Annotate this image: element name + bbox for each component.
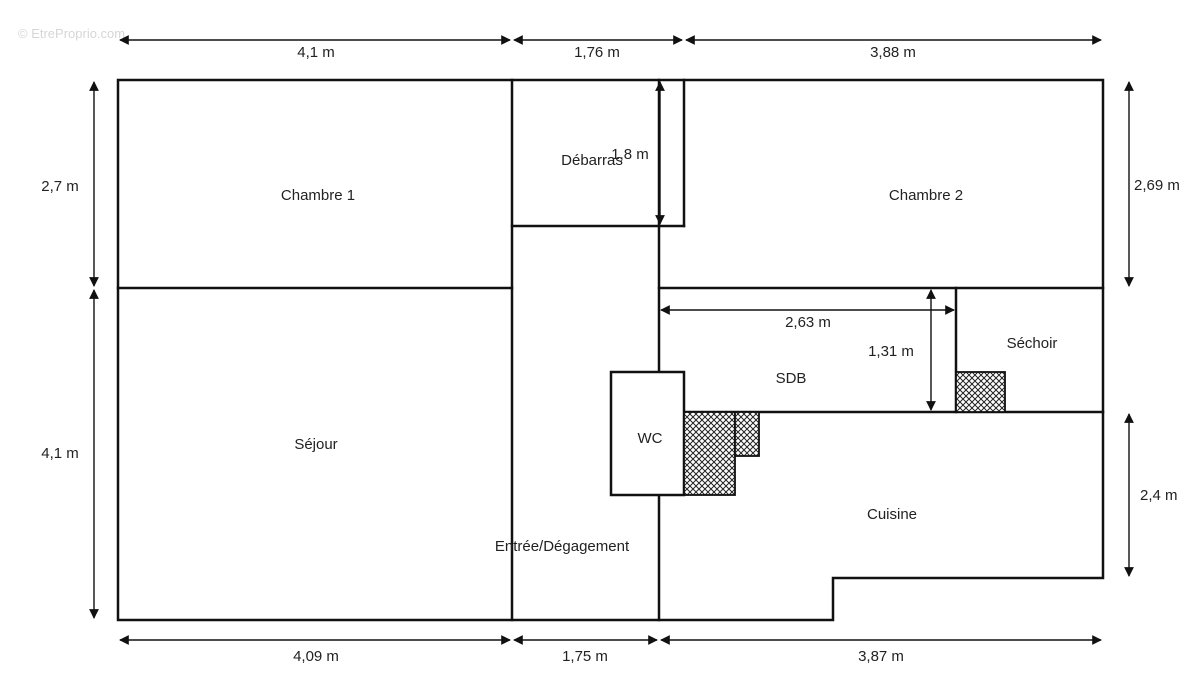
dim-label-right-lower: 2,4 m (1140, 487, 1178, 504)
room-label-entree: Entrée/Dégagement (495, 538, 630, 555)
room-label-chambre1: Chambre 1 (281, 187, 355, 204)
hatched-block-large (683, 411, 736, 496)
hatched-fixtures (683, 371, 1006, 496)
watermark: © EtreProprio.com (18, 26, 125, 41)
dim-label-top-middle: 1,76 m (574, 44, 620, 61)
room-labels: Chambre 1 Débarras Chambre 2 Séjour Entr… (281, 152, 1058, 555)
dim-label-left-lower: 4,1 m (41, 445, 79, 462)
dim-label-right-upper: 2,69 m (1134, 177, 1180, 194)
dimension-labels: 4,1 m 1,76 m 3,88 m 4,09 m 1,75 m 3,87 m… (41, 44, 1180, 665)
dim-label-debarras-height: 1,8 m (611, 146, 649, 163)
outer-wall (116, 78, 1105, 622)
dim-label-sdb-width: 2,63 m (785, 314, 831, 331)
dim-label-sdb-height: 1,31 m (868, 343, 914, 360)
dim-label-bottom-right: 3,87 m (858, 648, 904, 665)
room-label-chambre2: Chambre 2 (889, 187, 963, 204)
room-label-sejour: Séjour (294, 436, 337, 453)
room-label-sdb: SDB (776, 370, 807, 387)
dim-label-left-upper: 2,7 m (41, 178, 79, 195)
dim-label-bottom-middle: 1,75 m (562, 648, 608, 665)
hatched-block-small (734, 411, 760, 457)
room-label-wc: WC (638, 430, 663, 447)
hatched-block-sechoir (955, 371, 1006, 413)
dim-label-bottom-left: 4,09 m (293, 648, 339, 665)
dimension-lines (89, 35, 1134, 645)
dim-label-top-left: 4,1 m (297, 44, 335, 61)
room-label-debarras: Débarras (561, 152, 623, 169)
dim-label-top-right: 3,88 m (870, 44, 916, 61)
room-label-sechoir: Séchoir (1007, 335, 1058, 352)
room-label-cuisine: Cuisine (867, 506, 917, 523)
